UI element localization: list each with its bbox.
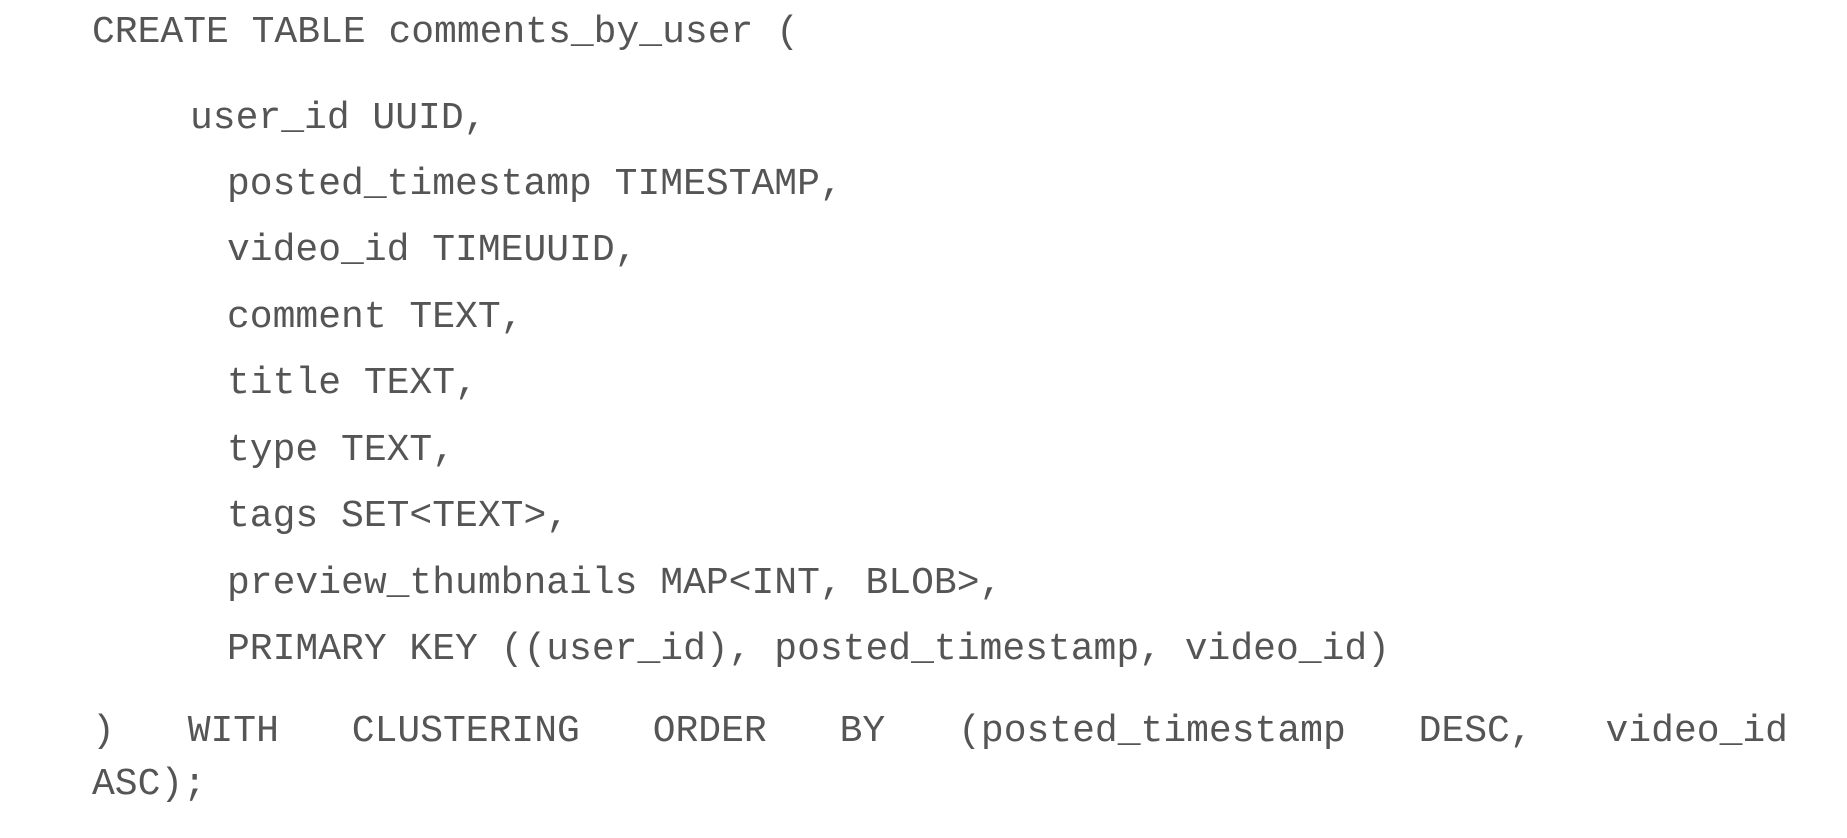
column-tags: tags SET<TEXT>, [227,495,570,538]
primary-key-line: PRIMARY KEY ((user_id), posted_timestamp… [227,628,1390,671]
column-comment: comment TEXT, [227,296,524,339]
asc-line: ASC); [92,763,207,806]
with-token: WITH [187,710,279,753]
posted-timestamp-token: (posted_timestamp [958,710,1346,753]
column-title: title TEXT, [227,362,478,405]
create-table-line: CREATE TABLE comments_by_user ( [92,11,799,54]
clustering-order-line: ) WITH CLUSTERING ORDER BY (posted_times… [92,709,1788,755]
column-video-id: video_id TIMEUUID, [227,229,638,272]
closing-paren-token: ) [92,710,115,753]
order-token: ORDER [652,710,767,753]
video-id-token: video_id [1605,710,1788,753]
column-posted-timestamp: posted_timestamp TIMESTAMP, [227,163,843,206]
desc-token: DESC, [1418,710,1533,753]
column-user-id: user_id UUID, [190,97,487,140]
column-preview-thumbnails: preview_thumbnails MAP<INT, BLOB>, [227,562,1003,605]
column-type: type TEXT, [227,429,456,472]
clustering-token: CLUSTERING [351,710,580,753]
by-token: BY [839,710,886,753]
